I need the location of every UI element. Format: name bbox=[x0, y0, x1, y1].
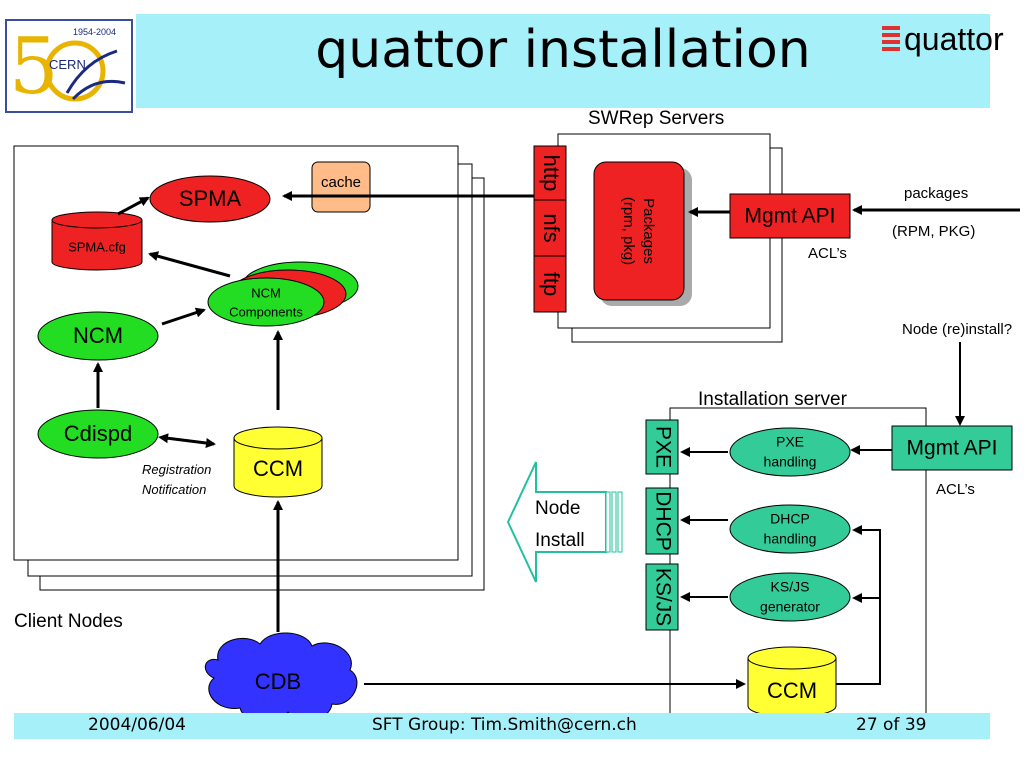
quattor-logo: quattor bbox=[880, 16, 1024, 65]
packages-types: (rpm, pkg) bbox=[620, 197, 637, 265]
cdb-cloud bbox=[204, 632, 358, 723]
arrow-ncm-to-components bbox=[161, 307, 206, 326]
footer-author: SFT Group: Tim.Smith@cern.ch bbox=[372, 715, 637, 735]
packages-box bbox=[593, 161, 685, 301]
ksjs-generator-label-1: KS/JS bbox=[771, 579, 810, 595]
title-band bbox=[136, 14, 990, 108]
protocol-nfs: nfs bbox=[539, 213, 564, 242]
ksjs-service-label: KS/JS bbox=[651, 568, 674, 626]
install-ccm-label: CCM bbox=[767, 678, 817, 703]
client-nodes-label: Client Nodes bbox=[14, 611, 123, 632]
swrep-servers-label: SWRep Servers bbox=[588, 108, 724, 129]
node-install-label-2: Install bbox=[535, 530, 585, 551]
install-mgmt-api bbox=[891, 425, 1013, 471]
logo-cern-text: CERN bbox=[49, 57, 86, 72]
footer-band bbox=[14, 713, 990, 739]
cache-label: cache bbox=[321, 174, 361, 191]
node-install-label-1: Node bbox=[535, 498, 580, 519]
registration-label: Registration bbox=[142, 462, 211, 477]
pxe-handling-label-1: PXE bbox=[776, 434, 804, 450]
swrep-acls: ACL’s bbox=[808, 245, 847, 262]
dhcp-handling-label-1: DHCP bbox=[770, 511, 810, 527]
footer-page-number: 27 of 39 bbox=[856, 715, 927, 735]
ncm-components-label-2: Components bbox=[229, 304, 303, 319]
spma-label: SPMA bbox=[179, 186, 242, 211]
dhcp-service-label: DHCP bbox=[651, 491, 674, 551]
node-install-arrow-icon bbox=[506, 461, 607, 583]
ncm-label: NCM bbox=[73, 323, 123, 348]
ncm-node bbox=[37, 311, 159, 361]
dhcp-handling-label-2: handling bbox=[764, 531, 817, 547]
pxe-service bbox=[645, 419, 679, 475]
install-ccm-cylinder bbox=[747, 646, 837, 718]
packages-input-label: packages bbox=[904, 185, 968, 202]
cern-50-logo: 5 CERN 1954-2004 bbox=[5, 19, 133, 113]
installation-server-label: Installation server bbox=[698, 389, 848, 410]
quattor-mark-icon bbox=[882, 26, 900, 51]
pxe-service-label: PXE bbox=[651, 426, 674, 468]
protocol-ftp: ftp bbox=[539, 272, 564, 296]
node-reinstall-label: Node (re)install? bbox=[902, 321, 1012, 338]
logo-swoosh bbox=[65, 49, 126, 101]
packages-types-label: (RPM, PKG) bbox=[892, 223, 975, 240]
quattor-logo-text: quattor bbox=[904, 21, 1004, 57]
spma-cfg-label: SPMA.cfg bbox=[68, 239, 126, 254]
logo-five-glyph: 5 bbox=[9, 22, 59, 111]
arrow-spma-cfg-to-spma bbox=[117, 196, 150, 216]
protocol-strip bbox=[533, 145, 567, 313]
notification-label: Notification bbox=[142, 482, 206, 497]
arrow-components-to-spma-cfg bbox=[148, 251, 231, 278]
spma-node bbox=[149, 175, 271, 223]
arrow-ccm-to-dhcp-handling bbox=[836, 525, 881, 685]
page-title: quattor installation bbox=[315, 20, 811, 80]
footer-date: 2004/06/04 bbox=[88, 715, 186, 735]
ksjs-generator-node bbox=[729, 572, 851, 622]
spma-cfg-cylinder bbox=[51, 211, 143, 271]
ksjs-generator-label-2: generator bbox=[760, 599, 820, 615]
swrep-mgmt-api-label: Mgmt API bbox=[744, 205, 835, 228]
cdispd-node bbox=[37, 409, 159, 459]
install-mgmt-api-label: Mgmt API bbox=[906, 437, 997, 460]
arrow-cdispd-ccm-bidirectional bbox=[158, 433, 216, 448]
ncm-components-label-1: NCM bbox=[251, 285, 281, 300]
client-ccm-cylinder bbox=[233, 426, 323, 498]
cdb-label: CDB bbox=[255, 669, 301, 694]
cache-box bbox=[311, 161, 371, 213]
ksjs-service bbox=[645, 563, 679, 631]
client-ccm-label: CCM bbox=[253, 456, 303, 481]
install-acls: ACL’s bbox=[936, 481, 975, 498]
cdispd-label: Cdispd bbox=[64, 421, 132, 446]
ncm-components-node bbox=[207, 277, 325, 327]
logo-years-text: 1954-2004 bbox=[73, 27, 116, 37]
dhcp-handling-node bbox=[729, 504, 851, 554]
swrep-mgmt-api bbox=[729, 193, 851, 239]
packages-label: Packages bbox=[640, 198, 657, 264]
pxe-handling-label-2: handling bbox=[764, 454, 817, 470]
protocol-http: http bbox=[539, 155, 564, 192]
dhcp-service bbox=[645, 487, 679, 555]
